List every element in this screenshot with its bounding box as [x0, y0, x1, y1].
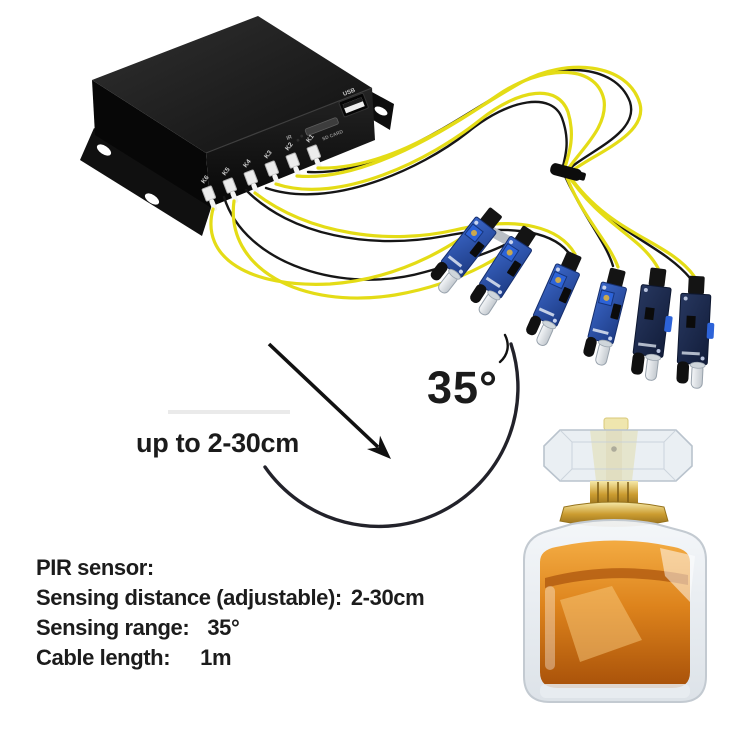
spec-block: PIR sensor: Sensing distance (adjustable…	[36, 553, 425, 673]
spec-row: Sensing range: 35°	[36, 613, 424, 643]
distance-label: up to 2-30cm	[136, 428, 299, 458]
ir-sensor-module	[675, 274, 718, 390]
connector-stub	[251, 183, 260, 196]
ir-sensor-module	[629, 266, 679, 383]
media-player-box: USB SD CARD IR K6 K5 K4 K3 K2	[80, 16, 394, 236]
mounting-flange-left	[80, 128, 212, 236]
perfume-bottle	[523, 417, 707, 703]
port-label: K2	[284, 141, 295, 152]
sensor-cable-yellow	[316, 65, 696, 278]
ir-sensor-module	[521, 247, 588, 349]
flange-hole	[96, 144, 112, 156]
cap-facets	[559, 429, 677, 482]
spec-value: 35°	[207, 615, 240, 640]
flange-hole	[144, 193, 160, 205]
cable-tie	[550, 163, 586, 181]
angle-label: 35°	[427, 362, 499, 413]
glass-cap	[543, 429, 693, 482]
spec-label: Cable length:	[36, 645, 171, 670]
port-label: K3	[263, 149, 274, 160]
sensor-cable-yellow	[253, 191, 577, 256]
spec-row: Sensing distance (adjustable): 2-30cm	[36, 583, 425, 613]
liquid-highlight	[560, 586, 642, 662]
smudge-line	[168, 410, 290, 414]
port-label: K4	[242, 158, 253, 169]
ir-led-dot	[296, 138, 300, 142]
connector-stub	[230, 191, 239, 204]
spec-value: 2-30cm	[350, 585, 425, 610]
box-edge-highlight	[205, 87, 373, 154]
port-labels: K6 K5 K4 K3 K2 K1	[200, 133, 316, 185]
direction-arrow-shaft	[267, 342, 380, 449]
sensing-range-arc	[263, 342, 520, 529]
sensor-cables	[209, 65, 696, 364]
glass-highlight-right	[660, 548, 695, 602]
usb-tongue	[342, 97, 363, 109]
ir-led-dot	[300, 134, 304, 138]
cable-tie-band	[550, 163, 582, 181]
liquid-surface-band	[545, 568, 688, 588]
spec-value: 1m	[200, 645, 232, 670]
stray-wire	[498, 333, 509, 364]
ir-sensor-module	[580, 265, 632, 368]
cable-tie-buckle	[577, 171, 586, 181]
spec-title: PIR sensor:	[36, 555, 154, 580]
cable-connector	[222, 177, 239, 204]
sensor-cable-black	[244, 188, 570, 254]
glass-bottom	[540, 684, 690, 698]
direction-arrow-head	[367, 435, 391, 459]
sd-slot-opening	[304, 117, 339, 136]
sensor-cluster	[425, 202, 718, 390]
sensor-cable-yellow	[274, 91, 620, 269]
sprayer-nozzle	[603, 417, 629, 431]
usb-label: USB	[342, 88, 357, 98]
usb-port: USB	[338, 88, 369, 118]
glass-highlight-left	[545, 586, 555, 670]
port-label: K1	[305, 133, 316, 144]
cable-connector	[201, 185, 218, 212]
sensing-annotation	[168, 342, 520, 529]
spec-row: Cable length: 1m	[36, 643, 424, 673]
cable-connector	[243, 169, 260, 196]
flange-hole	[374, 106, 388, 116]
spec-label: Sensing range:	[36, 615, 190, 640]
port-label: K5	[221, 166, 232, 177]
port-label: K6	[200, 174, 211, 185]
connector-stub	[209, 199, 218, 212]
box-side-face	[92, 80, 210, 207]
ir-label: IR	[286, 134, 293, 142]
box-top-face	[92, 16, 372, 153]
spec-label: Sensing distance (adjustable):	[36, 585, 342, 610]
sensor-cable-black	[222, 195, 526, 281]
ir-receiver: IR	[286, 134, 304, 142]
